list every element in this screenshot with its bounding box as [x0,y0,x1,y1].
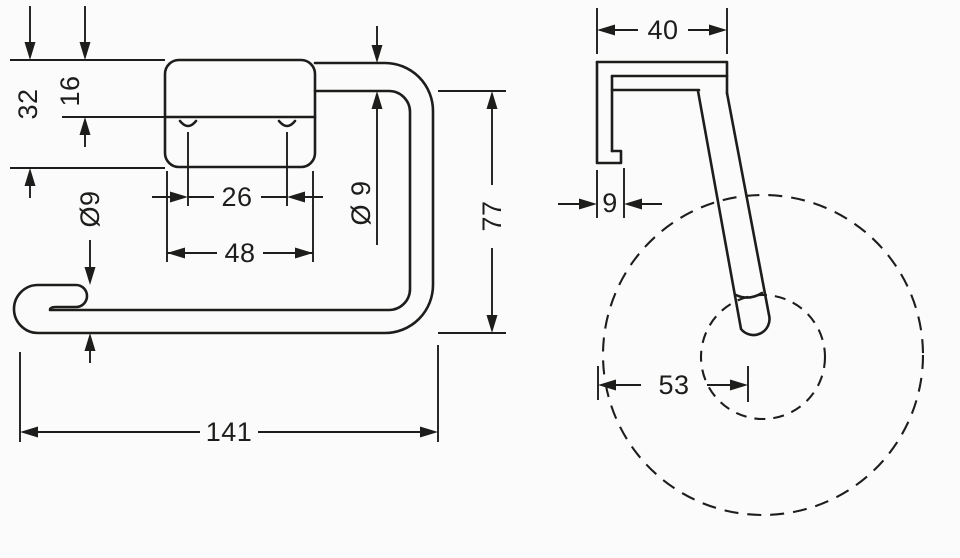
arrowhead [20,426,38,438]
arrowhead [79,42,91,60]
side-view-dimensions: 40 9 53 [558,8,749,402]
arrowhead [624,198,642,210]
dim-label-plate-thickness: 9 [602,188,618,218]
arrowhead [420,426,438,438]
screw-seam-mark-left [178,119,198,128]
wall-plate-side [595,60,623,165]
dim-label-roll-offset: 53 [658,370,689,400]
dim-label-hook-diameter: Ø9 [75,190,105,227]
arrowhead [579,198,597,210]
arrowhead [486,315,498,333]
mounting-plate-front [163,58,317,169]
dim-label-overall-height: 77 [477,200,507,231]
dim-label-plate-top-to-seam: 16 [55,75,85,106]
roll-outer-circle-dashed [601,193,925,517]
dim-label-depth: 40 [647,15,678,45]
holder-bar-front [12,61,435,335]
arrowhead [287,191,305,203]
arrowhead [79,117,91,135]
arrowhead [709,24,727,36]
arrowhead [24,168,36,186]
dim-label-plate-width: 48 [224,238,255,268]
arrowhead [295,247,313,259]
front-view-dimensions: 32 16 Ø9 26 48 [10,6,507,447]
arrowhead [598,379,616,391]
arrowhead [597,24,615,36]
holder-arm-side [696,89,771,337]
arrowhead [84,333,96,351]
dim-label-overall-width: 141 [206,417,253,447]
dim-label-plate-height: 32 [13,88,43,119]
toilet-roll-outline [601,193,925,517]
screw-seam-mark-right [277,119,297,128]
arrowhead [371,45,383,63]
side-view [595,60,771,337]
dim-label-bar-diameter: Ø 9 [346,180,376,225]
dim-label-screw-spacing: 26 [221,182,252,212]
arrowhead [170,191,188,203]
roll-core-circle-dashed [699,293,827,421]
arrowhead [84,267,96,285]
arrowhead [371,91,383,109]
arrowhead [730,379,748,391]
arrowhead [486,91,498,109]
front-view [12,58,435,335]
wall-bracket-top [595,60,729,95]
arrowhead [24,42,36,60]
